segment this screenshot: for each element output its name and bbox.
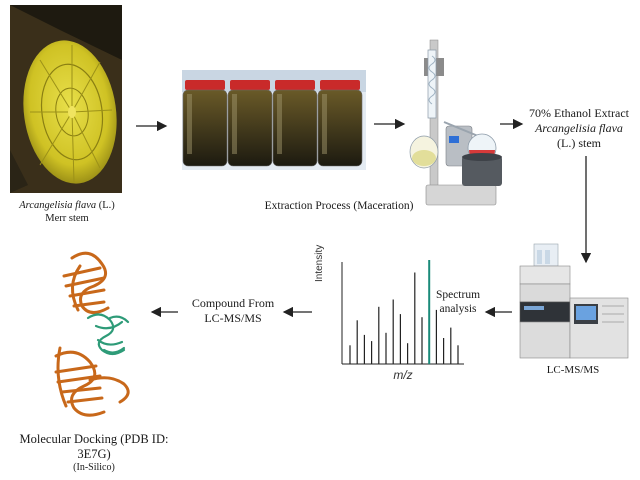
extract-species: Arcangelisia flava — [535, 121, 623, 135]
extraction-caption: Extraction Process (Maceration) — [264, 200, 414, 212]
spectrum-analysis-label: Spectrum analysis — [420, 288, 496, 316]
docking-line3: (In-Silico) — [73, 462, 115, 473]
docking-line1: Molecular Docking (PDB ID: — [19, 432, 169, 446]
protein-docking-illustration — [54, 251, 130, 417]
stem-caption-line2: Merr stem — [45, 213, 89, 224]
lcms-instrument-illustration — [519, 243, 629, 359]
spectrum-y-label: Intensity — [314, 244, 325, 282]
extract-line3: (L.) stem — [557, 136, 601, 150]
lcms-caption: LC-MS/MS — [546, 364, 600, 376]
spectrum-peaks — [349, 260, 459, 364]
mass-spectrum-chart — [341, 260, 464, 365]
stem-caption-line1: Arcangelisia flava (L.) — [4, 199, 130, 212]
compound-line1: Compound From — [191, 296, 275, 310]
compound-label: Compound From LC-MS/MS — [180, 296, 286, 326]
stem-caption: Arcangelisia flava (L.) Merr stem — [4, 199, 130, 225]
extract-line1: 70% Ethanol Extract — [529, 106, 629, 120]
docking-line2: 3E7G) — [77, 447, 111, 461]
stem-photo — [10, 5, 122, 193]
rotary-evaporator-illustration — [409, 39, 502, 206]
stem-caption-species: Arcangelisia flava — [19, 200, 97, 211]
spectrum-x-label: m/z — [393, 368, 413, 382]
ethanol-extract-label: 70% Ethanol Extract Arcangelisia flava (… — [520, 106, 638, 151]
docking-caption: Molecular Docking (PDB ID: 3E7G) (In-Sil… — [6, 432, 182, 474]
spectrum-analysis-line1: Spectrum — [435, 289, 481, 301]
compound-line2: LC-MS/MS — [204, 311, 262, 325]
maceration-jars-photo — [182, 70, 366, 170]
extract-line2: Arcangelisia flava — [520, 121, 638, 136]
stem-caption-author: (L.) — [96, 200, 115, 211]
spectrum-analysis-line2: analysis — [439, 303, 477, 315]
